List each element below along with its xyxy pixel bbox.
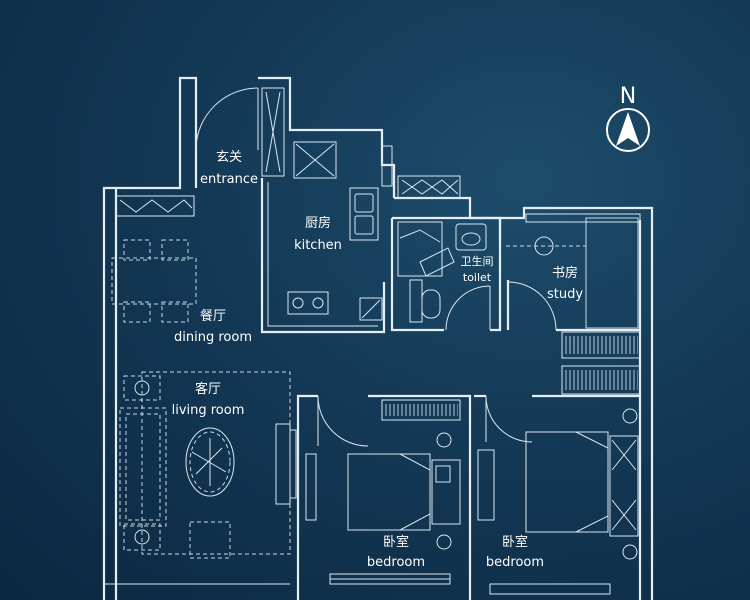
kitchen-room (260, 141, 393, 334)
study-room (498, 213, 641, 395)
study-label-en: study (547, 287, 583, 302)
stove-icon (287, 291, 329, 315)
living-room-furniture (119, 371, 297, 559)
bedroom-walls (296, 394, 640, 600)
dining-label-en: dining room (174, 330, 252, 345)
tv-cabinet (275, 423, 291, 505)
bedroom2-label-en: bedroom (486, 555, 544, 570)
bedroom-2-furniture (477, 408, 639, 560)
dining-table (111, 239, 197, 323)
toilet-bowl-icon (421, 289, 441, 319)
bedroom1-label-en: bedroom (367, 555, 425, 570)
sofa-icon (119, 407, 167, 527)
north-arrow-icon (616, 112, 640, 146)
compass-letter: N (620, 84, 636, 109)
living-label-cn: 客厅 (195, 381, 221, 397)
entrance-label-en: entrance (200, 172, 258, 187)
entrance-door (195, 87, 285, 177)
kitchen-label-cn: 厨房 (305, 215, 331, 231)
bed-2-icon (525, 431, 609, 533)
washbasin-icon (455, 223, 487, 251)
compass-ring-icon (606, 108, 650, 152)
bedroom1-label-cn: 卧室 (383, 534, 409, 550)
study-window (525, 213, 641, 223)
kitchen-label-en: kitchen (294, 238, 342, 253)
dining-label-cn: 餐厅 (200, 308, 226, 324)
toilet-label-en: toilet (463, 271, 492, 284)
toilet-room (390, 216, 502, 332)
shower-icon (397, 221, 443, 277)
fridge-icon (293, 141, 337, 179)
toilet-label-cn: 卫生间 (461, 254, 494, 268)
wardrobe-1 (381, 399, 461, 421)
wardrobe-2 (609, 435, 639, 537)
kitchen-window (397, 175, 461, 199)
bed-1-icon (347, 453, 431, 531)
north-compass: N (606, 84, 650, 152)
study-bookshelf (585, 217, 639, 329)
bottom-windows (104, 573, 611, 595)
exterior-walls (102, 76, 654, 600)
study-label-cn: 书房 (552, 265, 578, 281)
dining-window (115, 195, 195, 217)
bedroom-1-furniture (305, 399, 461, 550)
living-label-en: living room (172, 403, 245, 418)
coffee-table-icon (185, 427, 235, 497)
sink-icon (349, 187, 379, 241)
entrance-label-cn: 玄关 (216, 150, 242, 165)
bedroom2-label-cn: 卧室 (502, 534, 528, 550)
